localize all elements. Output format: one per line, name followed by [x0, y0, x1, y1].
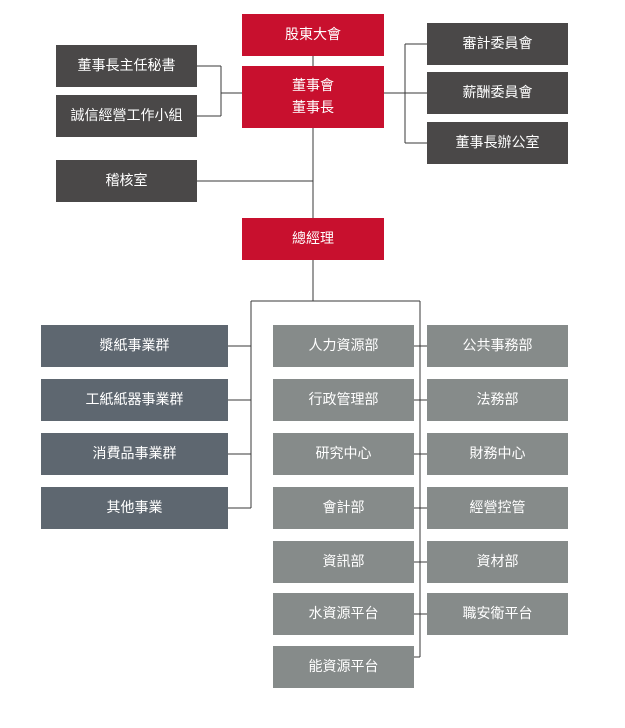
business-group-label: 其他事業 — [106, 500, 163, 516]
department-box: 水資源平台 — [273, 593, 414, 635]
department-label: 職安衛平台 — [462, 606, 533, 622]
department-label: 經營控管 — [469, 500, 526, 516]
department-label: 人力資源部 — [308, 338, 379, 354]
department-box: 行政管理部 — [273, 379, 414, 421]
department-box: 資訊部 — [273, 541, 414, 583]
department-label: 會計部 — [322, 500, 365, 516]
chairman-office-label: 董事長辦公室 — [455, 135, 540, 151]
department-box: 經營控管 — [427, 487, 568, 529]
audit-committee-box: 審計委員會 — [427, 23, 568, 65]
shareholders-meeting-label: 股東大會 — [285, 27, 341, 43]
audit-office-label: 稽核室 — [105, 173, 148, 189]
integrity-group-label: 誠信經營工作小組 — [70, 108, 183, 124]
chairman-office-box: 董事長辦公室 — [427, 122, 568, 164]
department-label: 研究中心 — [315, 446, 372, 462]
department-label: 資訊部 — [322, 554, 365, 570]
department-label: 行政管理部 — [308, 392, 379, 408]
department-box: 能資源平台 — [273, 646, 414, 688]
department-box: 財務中心 — [427, 433, 568, 475]
board-of-directors-box: 董事會 董事長 — [242, 66, 384, 128]
department-label: 法務部 — [476, 392, 519, 408]
audit-office-box: 稽核室 — [56, 160, 197, 202]
compensation-committee-label: 薪酬委員會 — [462, 85, 533, 101]
department-label: 資材部 — [476, 554, 519, 570]
department-label: 財務中心 — [469, 446, 526, 462]
department-box: 公共事務部 — [427, 325, 568, 367]
department-box: 法務部 — [427, 379, 568, 421]
department-box: 職安衛平台 — [427, 593, 568, 635]
department-label: 水資源平台 — [308, 606, 379, 622]
department-box: 研究中心 — [273, 433, 414, 475]
department-label: 公共事務部 — [462, 338, 533, 354]
business-group-label: 消費品事業群 — [92, 446, 177, 462]
department-box: 會計部 — [273, 487, 414, 529]
audit-committee-label: 審計委員會 — [462, 36, 533, 52]
business-group-box: 消費品事業群 — [41, 433, 228, 475]
integrity-group-box: 誠信經營工作小組 — [56, 95, 197, 137]
chairman-secretary-box: 董事長主任秘書 — [56, 45, 197, 87]
department-box: 人力資源部 — [273, 325, 414, 367]
general-manager-box: 總經理 — [242, 218, 384, 260]
board-label: 董事會 — [292, 78, 334, 94]
department-label: 能資源平台 — [308, 659, 379, 675]
business-group-label: 工紙紙器事業群 — [85, 392, 184, 408]
shareholders-meeting-box: 股東大會 — [242, 14, 384, 56]
business-group-box: 工紙紙器事業群 — [41, 379, 228, 421]
business-group-label: 漿紙事業群 — [99, 338, 170, 354]
chairman-label: 董事長 — [292, 100, 334, 116]
general-manager-label: 總經理 — [292, 231, 334, 247]
chairman-secretary-label: 董事長主任秘書 — [77, 58, 176, 74]
business-group-box: 其他事業 — [41, 487, 228, 529]
department-box: 資材部 — [427, 541, 568, 583]
compensation-committee-box: 薪酬委員會 — [427, 72, 568, 114]
business-group-box: 漿紙事業群 — [41, 325, 228, 367]
